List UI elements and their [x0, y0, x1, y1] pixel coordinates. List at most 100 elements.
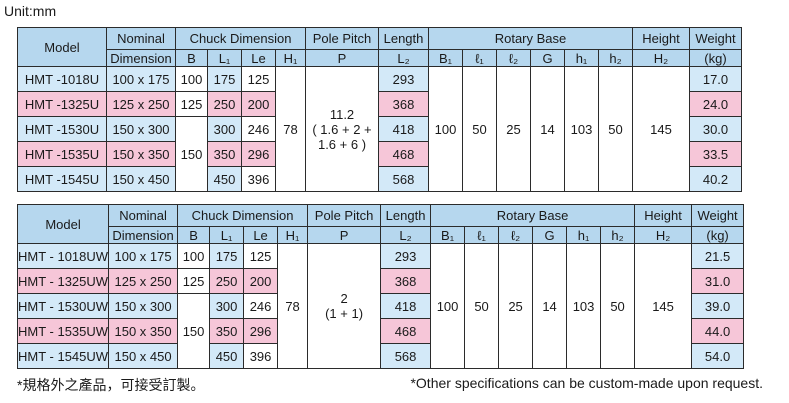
l2-cell: 418 [378, 116, 429, 142]
header-l2: L₂ [378, 49, 429, 67]
header-h2: H₂ [632, 49, 690, 67]
nominal-cell: 125 x 250 [108, 268, 179, 294]
le-cell: 296 [243, 318, 279, 344]
weight-cell: 33.5 [689, 141, 742, 167]
header-chuck-dimension: Chuck Dimension [175, 27, 306, 50]
table-row: HMT -1325U 125 x 250 125 250 200 368 24.… [17, 91, 742, 117]
header-p: P [305, 49, 379, 67]
model-cell: HMT - 1535UW [16, 318, 110, 344]
pole-pitch-cell: 11.2 ( 1.6 + 2 + 1.6 + 6 ) [305, 66, 379, 192]
table-row: HMT - 1018UW 100 x 175 100 175 125 78 2 … [16, 243, 745, 369]
header-le: Le [241, 49, 276, 67]
le-cell: 125 [243, 243, 279, 269]
model-cell: HMT -1545U [17, 166, 107, 192]
table-row: HMT - 1325UW 125 x 250 125 250 200 368 3… [16, 268, 745, 294]
model-cell: HMT -1530U [17, 116, 107, 142]
h1-lower-cell: 103 [566, 243, 602, 369]
nominal-cell: 150 x 350 [106, 141, 176, 167]
weight-cell: 40.2 [689, 166, 742, 192]
l2-cell: 568 [380, 343, 432, 369]
pole-pitch-line: 11.2 [329, 106, 355, 122]
header-b: B [177, 226, 211, 244]
nominal-cell: 100 x 175 [108, 243, 179, 269]
b-cell: 125 [177, 268, 211, 294]
nominal-cell: 150 x 350 [108, 318, 179, 344]
height-cell: 145 [632, 66, 690, 192]
l1-cell: 350 [209, 318, 245, 344]
header-length: Length [380, 204, 432, 227]
l2-cell: 368 [380, 268, 432, 294]
table-row: HMT -1535U 150 x 350 350 296 468 33.5 [17, 141, 742, 167]
h1-cell: 78 [277, 243, 309, 369]
header-ell2: ℓ₂ [498, 226, 534, 244]
b-cell: 150 [177, 293, 211, 369]
ell2-cell: 25 [496, 66, 531, 192]
header-h1: H₁ [275, 49, 306, 67]
nominal-cell: 150 x 450 [108, 343, 179, 369]
table-row: HMT - 1530UW 150 x 300 150 300 246 418 3… [16, 293, 745, 369]
le-cell: 200 [241, 91, 276, 117]
b-cell: 150 [175, 116, 208, 192]
header-h1-lower: h₁ [566, 226, 602, 244]
nominal-cell: 150 x 450 [106, 166, 176, 192]
model-cell: HMT - 1545UW [16, 343, 110, 369]
header-weight: Weight [691, 204, 745, 227]
header-model: Model [16, 204, 110, 244]
pole-pitch-line: 1.6 + 6 ) [317, 136, 367, 152]
l2-cell: 418 [380, 293, 432, 319]
l1-cell: 250 [209, 268, 245, 294]
table-row: HMT -1545U 150 x 450 450 396 568 40.2 [17, 166, 742, 192]
model-cell: HMT -1018U [17, 66, 107, 92]
table-row: HMT -1018U 100 x 175 100 175 125 78 11.2… [17, 66, 742, 192]
l2-cell: 468 [380, 318, 432, 344]
l1-cell: 450 [207, 166, 242, 192]
model-cell: HMT -1325U [17, 91, 107, 117]
header-h2: H₂ [634, 226, 693, 244]
header-h1-lower: h₁ [564, 49, 599, 67]
weight-cell: 17.0 [689, 66, 742, 92]
model-cell: HMT - 1530UW [16, 293, 110, 319]
weight-cell: 30.0 [689, 116, 742, 142]
ell1-cell: 50 [464, 243, 500, 369]
pole-pitch-cell: 2 (1 + 1) [307, 243, 382, 369]
header-l1: L₁ [209, 226, 245, 244]
weight-cell: 54.0 [691, 343, 745, 369]
weight-cell: 21.5 [691, 243, 745, 269]
header-b1: B₁ [430, 226, 466, 244]
h2-lower-cell: 50 [598, 66, 633, 192]
header-ell2: ℓ₂ [496, 49, 531, 67]
le-cell: 396 [241, 166, 276, 192]
header-weight: Weight [689, 27, 742, 50]
h2-lower-cell: 50 [600, 243, 636, 369]
header-rotary-base: Rotary Base [430, 204, 636, 227]
header-p: P [307, 226, 382, 244]
ell1-cell: 50 [462, 66, 497, 192]
header-model: Model [17, 27, 107, 67]
le-cell: 246 [243, 293, 279, 319]
footnote-english: *Other specifications can be custom-made… [410, 375, 763, 391]
le-cell: 296 [241, 141, 276, 167]
le-cell: 396 [243, 343, 279, 369]
header-g: G [532, 226, 568, 244]
l1-cell: 175 [209, 243, 245, 269]
header-pole-pitch: Pole Pitch [307, 204, 382, 227]
g-cell: 14 [532, 243, 568, 369]
header-kg: (kg) [689, 49, 742, 67]
l1-cell: 300 [209, 293, 245, 319]
weight-cell: 39.0 [691, 293, 745, 319]
header-rotary-base: Rotary Base [428, 27, 633, 50]
pole-pitch-line: ( 1.6 + 2 + [312, 121, 372, 137]
table-row: HMT -1530U 150 x 300 150 300 246 418 30.… [17, 116, 742, 192]
header-height: Height [632, 27, 690, 50]
weight-cell: 44.0 [691, 318, 745, 344]
model-cell: HMT - 1325UW [16, 268, 110, 294]
pole-pitch-line: (1 + 1) [325, 306, 364, 321]
header-nominal: Nominal [106, 27, 176, 50]
l2-cell: 368 [378, 91, 429, 117]
header-ell1: ℓ₁ [462, 49, 497, 67]
l2-cell: 293 [380, 243, 432, 269]
b-cell: 125 [175, 91, 208, 117]
spec-table-u: Model Nominal Chuck Dimension Pole Pitch… [17, 27, 742, 192]
l1-cell: 300 [207, 116, 242, 142]
header-le: Le [243, 226, 279, 244]
